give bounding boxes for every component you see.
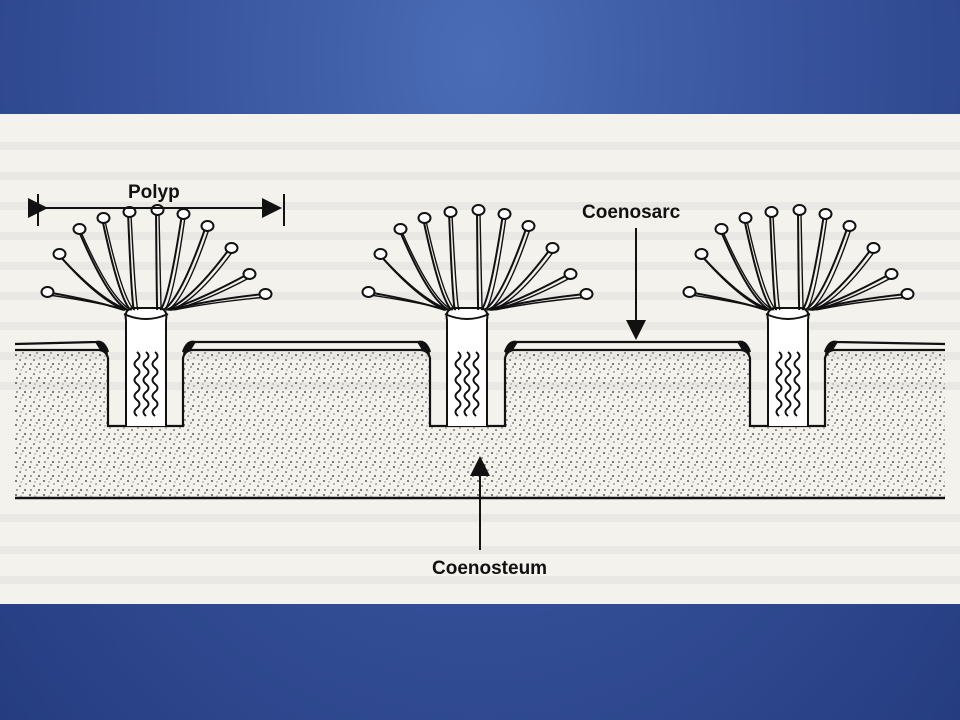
polyp-1 [40, 204, 273, 426]
polyp-label: Polyp [128, 182, 180, 203]
coenosteum-label: Coenosteum [432, 558, 547, 579]
diagram-figure: Polyp Coenosarc Coenosteum [0, 114, 960, 604]
polyp-3 [682, 204, 915, 426]
polyp-2 [361, 204, 594, 426]
coenosarc-label: Coenosarc [582, 202, 681, 223]
coenosteum-skeleton [15, 350, 945, 498]
